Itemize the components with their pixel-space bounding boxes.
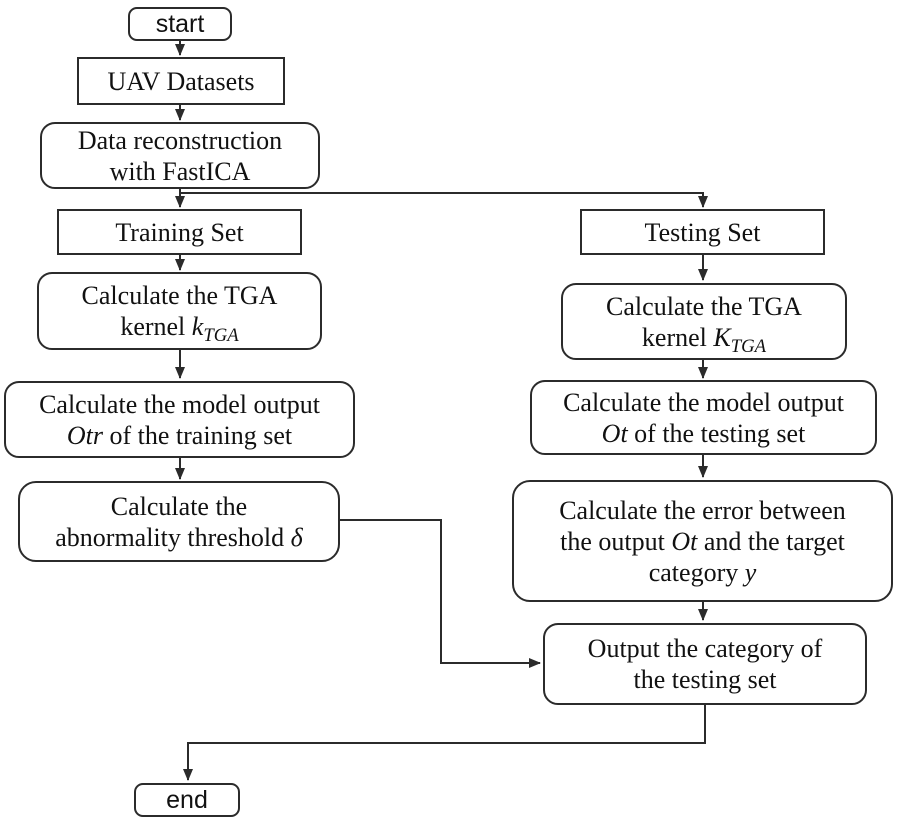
math-variable: y [744, 557, 757, 587]
node-text-line: category y [648, 557, 757, 587]
node-text-line: Calculate the TGA [606, 291, 802, 321]
node-calc-model-output-train: Calculate the model output Otr of the tr… [4, 381, 355, 458]
node-start-label: start [155, 9, 205, 38]
math-subscript: TGA [730, 335, 767, 357]
node-text-line: Output the category of [587, 634, 823, 663]
node-text-line: with FastICA [109, 156, 251, 186]
node-uav-datasets-label: UAV Datasets [107, 66, 255, 96]
node-uav-datasets: UAV Datasets [77, 57, 285, 105]
node-calc-error: Calculate the error between the output O… [512, 480, 893, 602]
node-text-line: kernel KTGA [641, 322, 767, 357]
node-text-line: Ot of the testing set [601, 418, 806, 448]
node-text-line: Calculate the [110, 491, 248, 521]
node-text-line: abnormality threshold δ [55, 522, 303, 552]
math-variable: δ [290, 522, 303, 552]
node-end-label: end [166, 785, 208, 814]
edge-recon-to-testing-set [180, 192, 708, 208]
node-calc-abnormality-threshold: Calculate the abnormality threshold δ [18, 481, 340, 562]
node-text-line: Calculate the model output [563, 387, 844, 417]
node-text-line: Otr of the training set [66, 420, 293, 450]
node-testing-set-label: Testing Set [644, 217, 761, 247]
node-calc-tga-kernel-train: Calculate the TGA kernel kTGA [37, 272, 322, 350]
node-start: start [128, 7, 232, 41]
node-output-category: Output the category of the testing set [543, 623, 867, 705]
node-text-line: the testing set [633, 665, 777, 694]
node-text-line: Calculate the TGA [81, 281, 278, 310]
edge-output-category-to-end [183, 705, 706, 781]
node-text-line: Calculate the error between [559, 495, 846, 525]
edge-threshold-to-output-category [340, 519, 541, 668]
node-text-line: the output Ot and the target [560, 526, 845, 556]
node-training-set-label: Training Set [115, 217, 244, 247]
math-subscript: TGA [203, 325, 239, 347]
node-data-reconstruction: Data reconstruction with FastICA [40, 122, 320, 189]
math-variable: Ot [601, 418, 628, 448]
node-text-line: kernel kTGA [120, 312, 239, 347]
node-calc-model-output-test: Calculate the model output Ot of the tes… [530, 380, 877, 455]
math-variable: k [191, 312, 204, 341]
node-text-line: Data reconstruction [77, 125, 283, 155]
node-calc-tga-kernel-test: Calculate the TGA kernel KTGA [561, 283, 847, 360]
node-end: end [134, 783, 240, 817]
node-testing-set: Testing Set [580, 209, 825, 255]
math-variable: Ot [671, 526, 698, 556]
math-variable: Otr [66, 420, 103, 450]
node-text-line: Calculate the model output [39, 389, 320, 419]
node-training-set: Training Set [57, 209, 302, 255]
math-variable: K [713, 322, 731, 352]
